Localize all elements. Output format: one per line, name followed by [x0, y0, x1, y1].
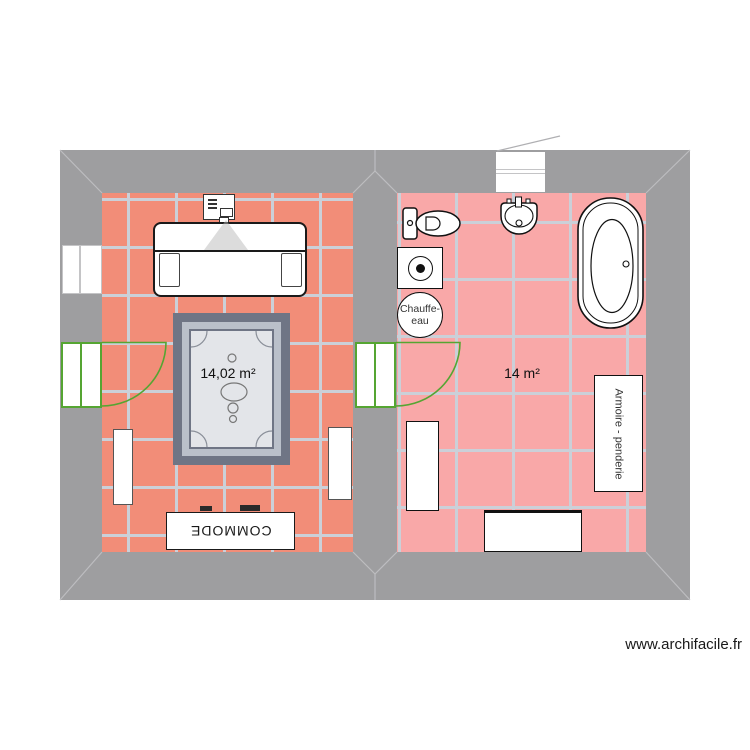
bathroom-cabinet[interactable]: [406, 421, 439, 511]
water-heater[interactable]: Chauffe- eau: [397, 292, 443, 338]
bedroom-area-label: 14,02 m²: [200, 365, 256, 381]
window-sash-line: [496, 173, 545, 174]
billiard-table-felt: [189, 329, 274, 449]
door-middle-swing-arc: [395, 341, 461, 407]
window-bathroom-top[interactable]: [496, 152, 545, 192]
commode-dresser[interactable]: COMMODE: [166, 512, 295, 550]
billiard-pocket-arcs: [190, 330, 273, 448]
door-leaf-divider: [374, 344, 376, 406]
washing-machine-drum-icon: [407, 255, 433, 281]
wardrobe-armoire[interactable]: Armoire - penderie: [594, 375, 643, 492]
covered-label-fragment: [240, 505, 260, 511]
bed-fold-line: [155, 250, 305, 252]
bathroom-bottom-furniture[interactable]: [484, 510, 582, 552]
window-sash-line: [496, 169, 545, 170]
tv-vent-icon: [208, 199, 217, 211]
water-heater-label-line1: Chauffe-: [399, 302, 441, 315]
window-swing-line: [496, 135, 561, 152]
watermark-url: www.archifacile.fr: [625, 636, 742, 653]
toilet[interactable]: [402, 207, 461, 240]
door-leaf-divider: [80, 344, 82, 406]
window-left-wall[interactable]: [62, 245, 102, 294]
sink[interactable]: [500, 196, 538, 235]
covered-label-fragment: [200, 506, 212, 511]
bathroom-area-label: 14 m²: [504, 365, 540, 381]
radiator-left[interactable]: [113, 429, 133, 505]
wall-miter-lines: [59, 149, 691, 601]
pillow: [281, 253, 302, 287]
tv-screen-icon: [220, 208, 233, 217]
door-left[interactable]: [61, 342, 102, 408]
washing-machine[interactable]: [397, 247, 443, 289]
billiard-balls: [220, 353, 248, 424]
bathtub[interactable]: [577, 197, 644, 329]
water-heater-label-line2: eau: [411, 315, 429, 327]
pillow: [159, 253, 180, 287]
door-left-swing-arc: [101, 341, 167, 407]
tv-light-cone: [204, 220, 248, 250]
radiator-right[interactable]: [328, 427, 352, 500]
window-pane-divider: [79, 246, 81, 293]
washing-machine-dot-icon: [415, 263, 425, 273]
door-between-rooms[interactable]: [355, 342, 396, 408]
